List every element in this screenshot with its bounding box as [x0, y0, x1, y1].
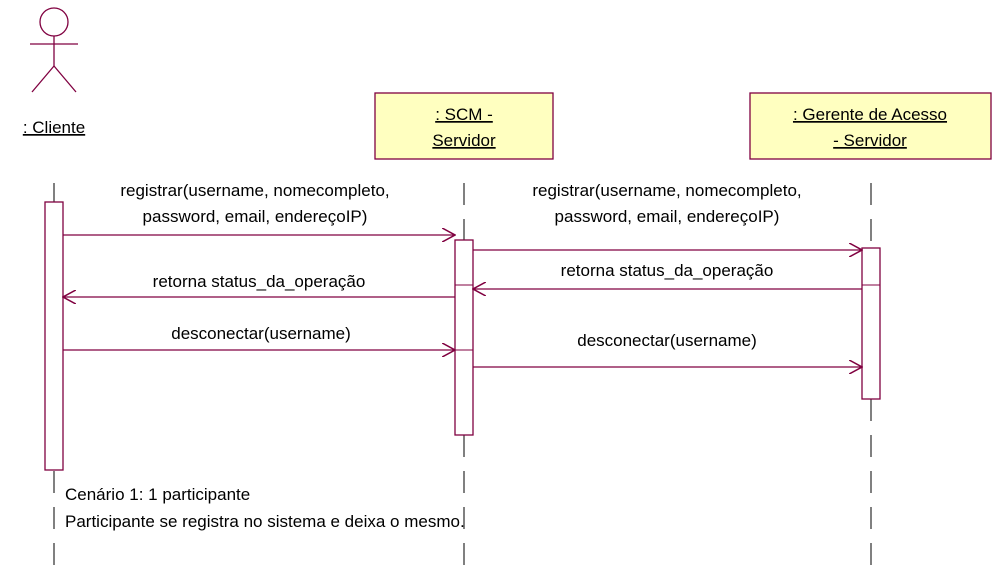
message-label: desconectar(username) — [171, 324, 351, 343]
activation-bar-gerente — [861, 247, 881, 400]
note-line1: Cenário 1: 1 participante — [65, 485, 250, 504]
message-label: registrar(username, nomecompleto, — [120, 181, 389, 200]
message-label: password, email, endereçoIP) — [555, 207, 780, 226]
message-label: retorna status_da_operação — [561, 261, 774, 280]
message-label: retorna status_da_operação — [153, 272, 366, 291]
activation-bar-scm — [454, 239, 474, 436]
object-gerente-de-acesso: : Gerente de Acesso - Servidor — [749, 92, 992, 160]
object-label-line2: - Servidor — [833, 131, 907, 150]
actor-cliente: : Cliente — [23, 7, 85, 137]
message-label: registrar(username, nomecompleto, — [532, 181, 801, 200]
object-label-line2: Servidor — [432, 131, 496, 150]
message-label: password, email, endereçoIP) — [143, 207, 368, 226]
activation-bar-cliente — [44, 201, 64, 471]
object-label-line1: : SCM - — [435, 105, 493, 124]
object-label-line1: : Gerente de Acesso — [793, 105, 947, 124]
message-label: desconectar(username) — [577, 331, 757, 350]
actor-label: : Cliente — [23, 118, 85, 137]
note-line2: Participante se registra no sistema e de… — [65, 512, 465, 531]
object-box — [749, 92, 992, 160]
stick-figure-actor-icon — [30, 7, 78, 93]
scenario-note: Cenário 1: 1 participante Participante s… — [65, 485, 465, 531]
object-box — [374, 92, 554, 160]
object-scm-servidor: : SCM - Servidor — [374, 92, 554, 160]
